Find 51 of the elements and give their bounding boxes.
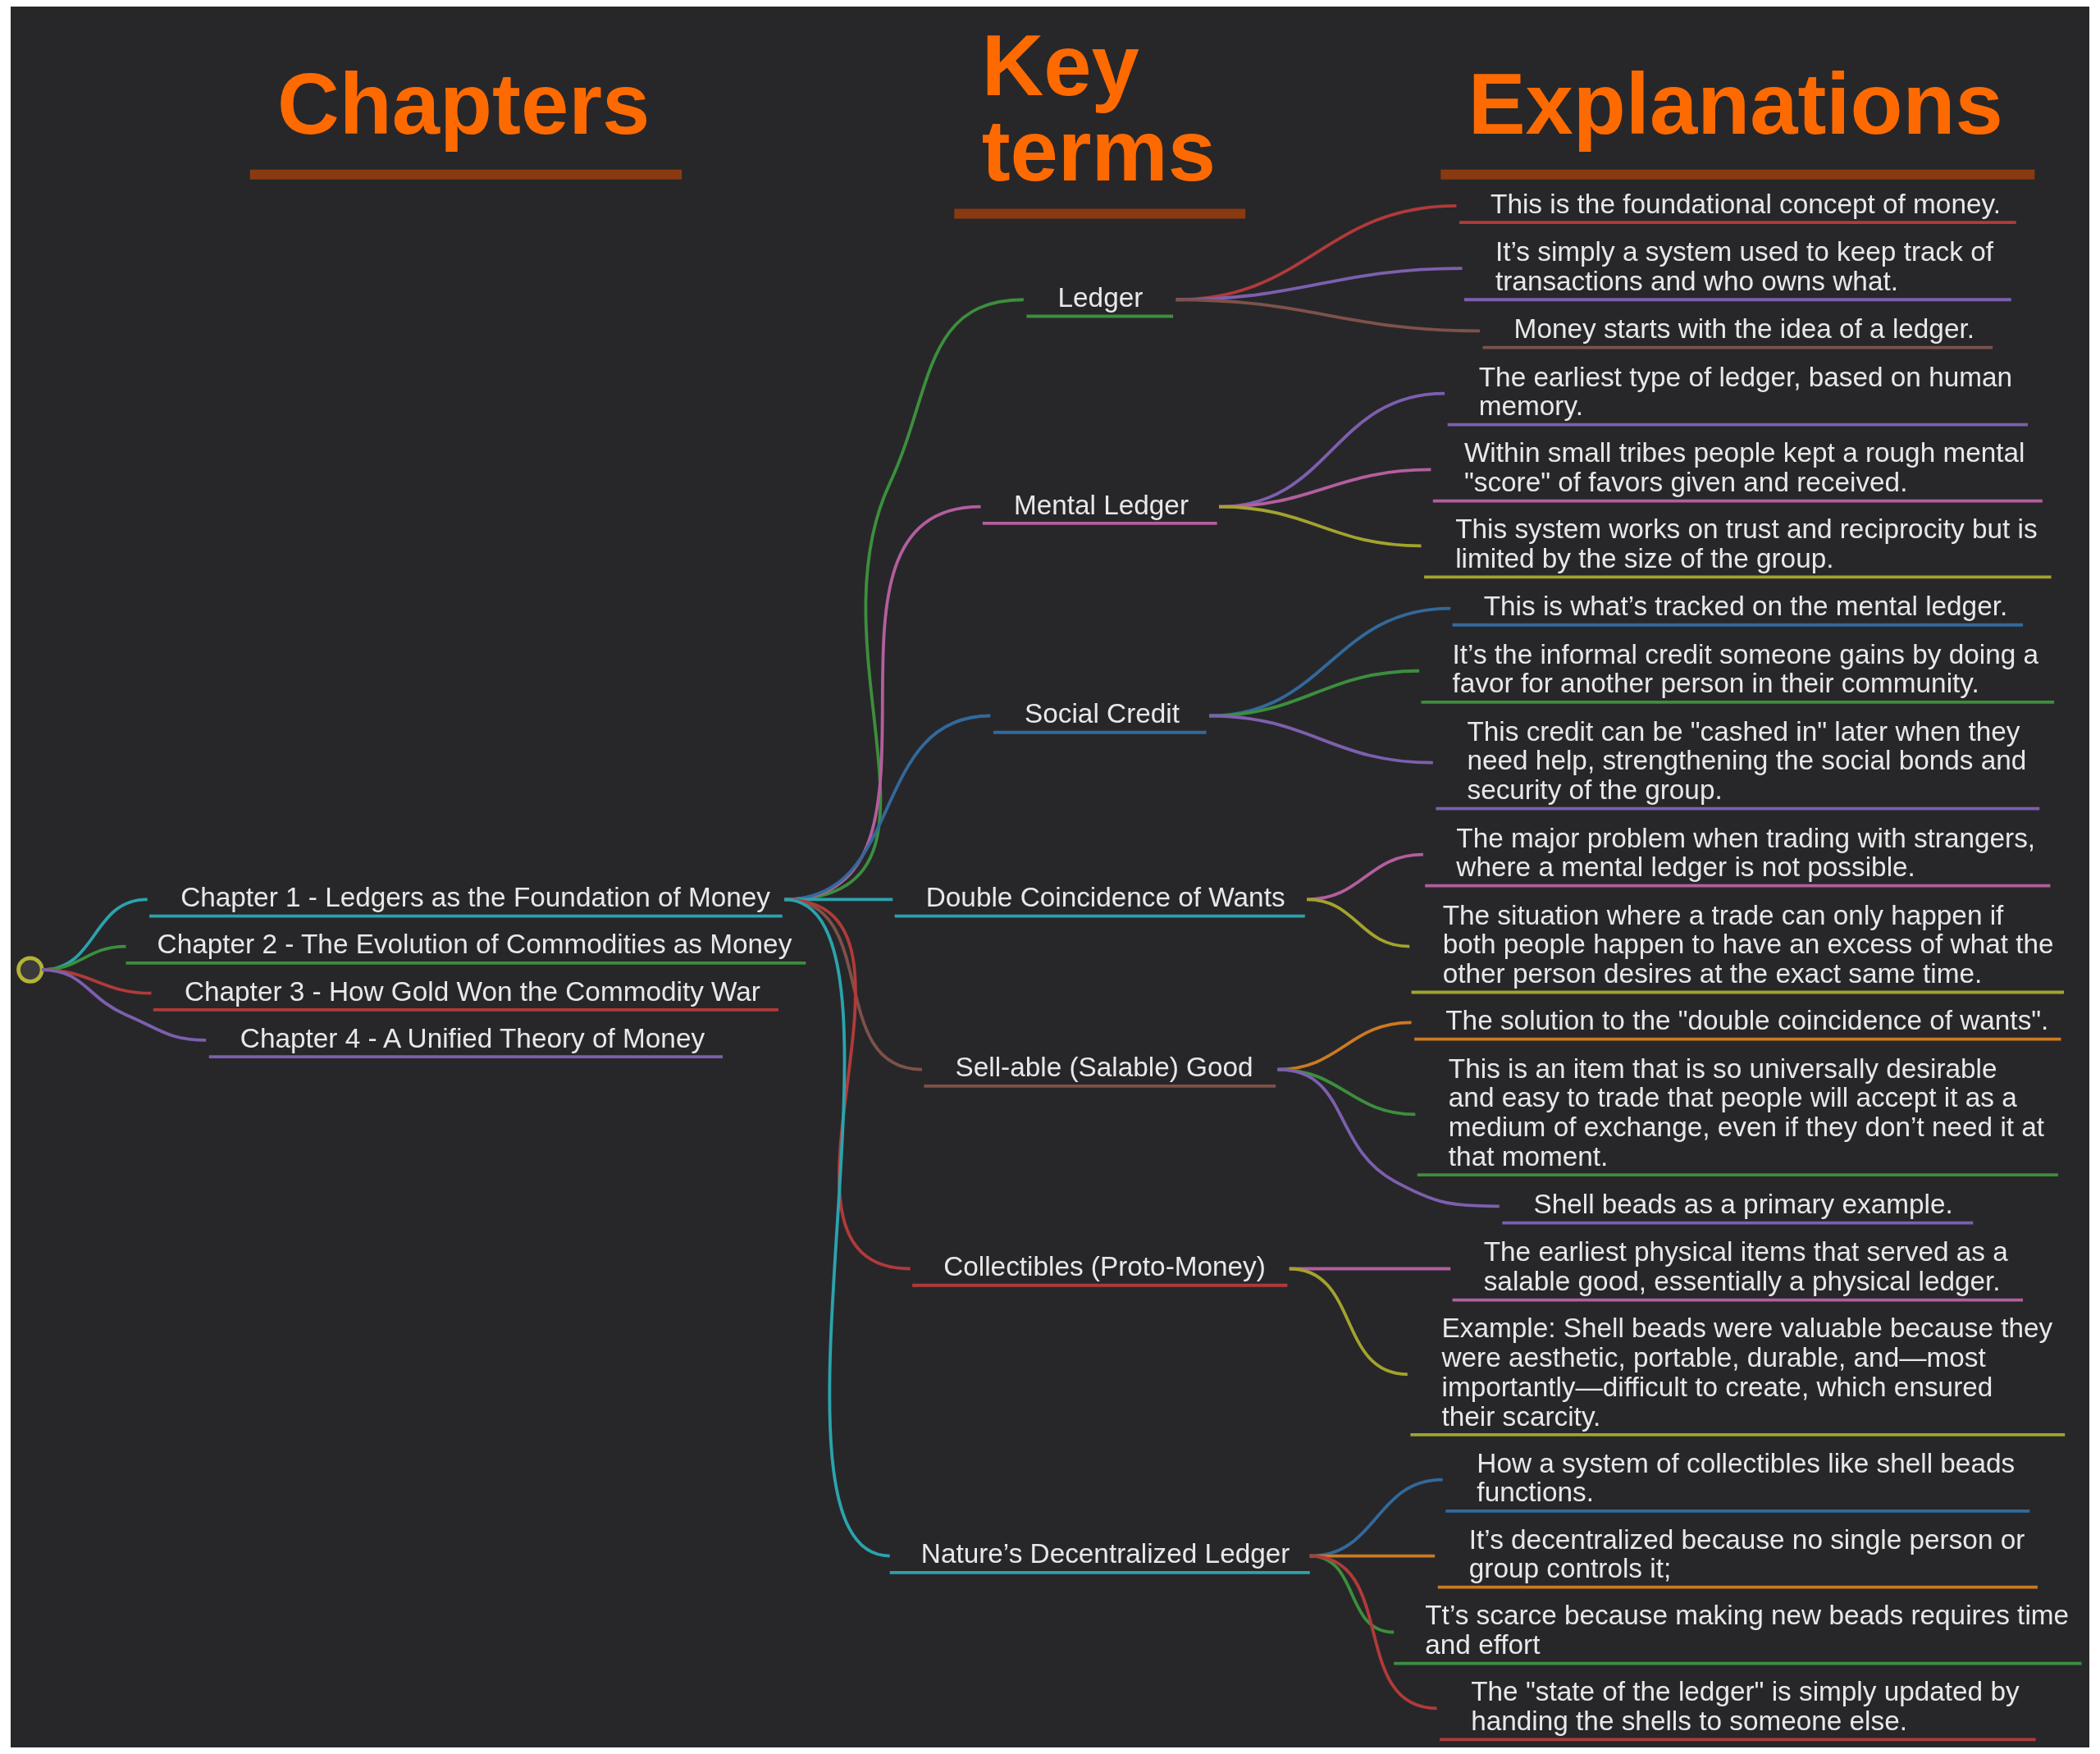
node-text: This credit can be "cashed in" later when they need help, strengthening the social bonds and security of the group. bbox=[1467, 715, 2027, 806]
connector bbox=[1209, 714, 1433, 765]
node-text: Collectibles (Proto-Money) bbox=[943, 1251, 1266, 1282]
node-text: Within small tribes people kept a rough mental "score" of favors given and received. bbox=[1463, 437, 2025, 498]
connector bbox=[783, 714, 991, 902]
connector bbox=[783, 898, 911, 1271]
label: Key terms bbox=[981, 16, 1216, 199]
node-text: Example: Shell beads were valuable because they were aesthetic, portable, durable, and—most importantly—difficult to create, which ensured their scarcity. bbox=[1441, 1313, 2053, 1432]
node-text: This system works on trust and reciprocity but is limited by the size of the group. bbox=[1455, 514, 2038, 573]
connector bbox=[1307, 898, 1410, 948]
node-text: Shell beads as a primary example. bbox=[1533, 1189, 1953, 1220]
node-text: This is the foundational concept of money. bbox=[1491, 188, 2001, 219]
node-text: Tt’s scarce because making new beads requires time and effort bbox=[1425, 1600, 2070, 1660]
node-text: It’s decentralized because no single person or group controls it; bbox=[1468, 1523, 2025, 1584]
node-text: Nature’s Decentralized Ledger bbox=[920, 1538, 1290, 1569]
node-text: The situation where a trade can only happen if both people happen to have an excess of what the other person desires at the exact same time. bbox=[1442, 899, 2054, 989]
connector bbox=[1309, 1554, 1437, 1711]
node-text: Ledger bbox=[1057, 282, 1144, 313]
node-text: This is an item that is so universally desirable and easy to trade that people will accept it as a medium of exchange, even if they don’t need it at that moment. bbox=[1448, 1053, 2045, 1172]
node-text: Double Coincidence of Wants bbox=[925, 882, 1285, 913]
node-text: The "state of the ledger" is simply updated by handing the shells to someone else. bbox=[1471, 1676, 2020, 1737]
connector bbox=[783, 898, 923, 1071]
node-text: It’s simply a system used to keep track of transactions and who owns what. bbox=[1495, 236, 1993, 296]
connector bbox=[1289, 1267, 1408, 1376]
node-text: Chapter 4 - A Unified Theory of Money bbox=[240, 1022, 705, 1053]
node-text: The major problem when trading with strangers, where a mental ledger is not possible. bbox=[1456, 822, 2036, 883]
node-text: Sell-able (Salable) Good bbox=[955, 1052, 1253, 1083]
node-text: Social Credit bbox=[1025, 698, 1180, 729]
connector bbox=[1218, 505, 1422, 548]
node-text: Money starts with the idea of a ledger. bbox=[1513, 313, 1974, 345]
connector bbox=[42, 968, 207, 1042]
node-text: The earliest type of ledger, based on human memory. bbox=[1478, 361, 2013, 422]
node-text: How a system of collectibles like shell beads functions. bbox=[1477, 1447, 2016, 1508]
connector bbox=[784, 898, 893, 902]
connector bbox=[1307, 852, 1423, 902]
connector bbox=[783, 898, 891, 1558]
connector bbox=[783, 505, 981, 902]
label: Explanations bbox=[1468, 56, 2003, 153]
node-text: The earliest physical items that served as a salable good, essentially a physical ledger. bbox=[1483, 1236, 2008, 1297]
connector bbox=[1277, 1067, 1500, 1208]
node-text: It’s the informal credit someone gains by doing a favor for another person in their community. bbox=[1452, 638, 2039, 699]
node-text: This is what’s tracked on the mental ledger. bbox=[1483, 591, 2008, 622]
node-text: Mental Ledger bbox=[1013, 489, 1189, 520]
connector bbox=[783, 298, 1024, 902]
connector bbox=[1176, 298, 1480, 333]
node-text: Chapter 2 - The Evolution of Commodities as Money bbox=[157, 929, 792, 960]
node-text: The solution to the "double coincidence of wants". bbox=[1445, 1005, 2049, 1036]
node-circle bbox=[16, 956, 44, 984]
label: Chapters bbox=[277, 56, 651, 153]
node-text: Chapter 3 - How Gold Won the Commodity War bbox=[184, 975, 760, 1007]
node-text: Chapter 1 - Ledgers as the Foundation of Money bbox=[180, 882, 771, 913]
